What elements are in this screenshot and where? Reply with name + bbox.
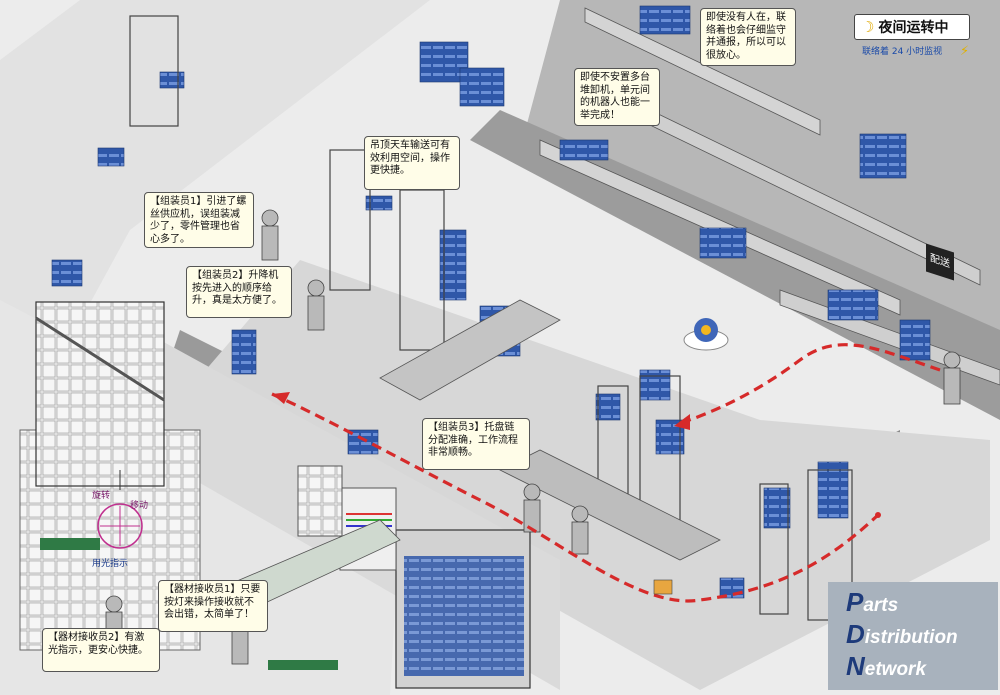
callout-stacker: 即使不安置多台堆卸机，单元间的机器人也能一举完成！: [574, 68, 660, 126]
laser-indicator: [97, 503, 143, 549]
bin-stacks: [51, 5, 931, 599]
lightning-icon: ⚡: [960, 44, 970, 59]
callout-receiver-2: 【器材接收员2】有激光指示，更安心快捷。: [42, 628, 160, 672]
logo-line-distribution: Distribution: [846, 619, 958, 649]
callout-assembler-1: 【组装员1】引进了螺丝供应机，误组装减少了，零件管理也省心多了。: [144, 192, 254, 248]
label-rotate: 旋转: [92, 491, 111, 501]
label-move: 移动: [130, 501, 149, 511]
callout-assembler-3: 【组装员3】托盘链分配准确，工作流程非常顺畅。: [422, 418, 530, 470]
callout-overhead: 吊顶天车输送可有效利用空间，操作更快捷。: [364, 136, 460, 190]
callout-assembler-2: 【组装员2】升降机按先进入的顺序给升，真是太方便了。: [186, 266, 292, 318]
monitor-label: 联络着 24 小时监视: [862, 47, 943, 57]
label-light-guide: 用光指示: [92, 559, 129, 569]
pdn-logo: Parts Distribution Network: [828, 582, 998, 690]
callout-night-unmanned: 即使没有人在，联络着也会仔细监守并通报，所以可以很放心。: [700, 8, 796, 66]
roller-conveyor: [379, 299, 561, 401]
logo-line-network: Network: [846, 651, 927, 681]
main-wall: [0, 0, 430, 350]
robot-icon: [683, 318, 729, 351]
night-operation-badge: ☽ 夜间运转中: [854, 14, 970, 40]
upper-conveyors: [539, 7, 1000, 386]
detail-zoom-panel: [35, 301, 165, 487]
logo-line-parts: Parts: [846, 587, 899, 617]
moon-icon: ☽: [861, 18, 875, 36]
night-operation-label: 夜间运转中: [878, 20, 949, 36]
callout-receiver-1: 【器材接收员1】只要按灯来操作接收就不会出错，太简单了！: [158, 580, 268, 632]
delivery-route: [271, 392, 880, 603]
